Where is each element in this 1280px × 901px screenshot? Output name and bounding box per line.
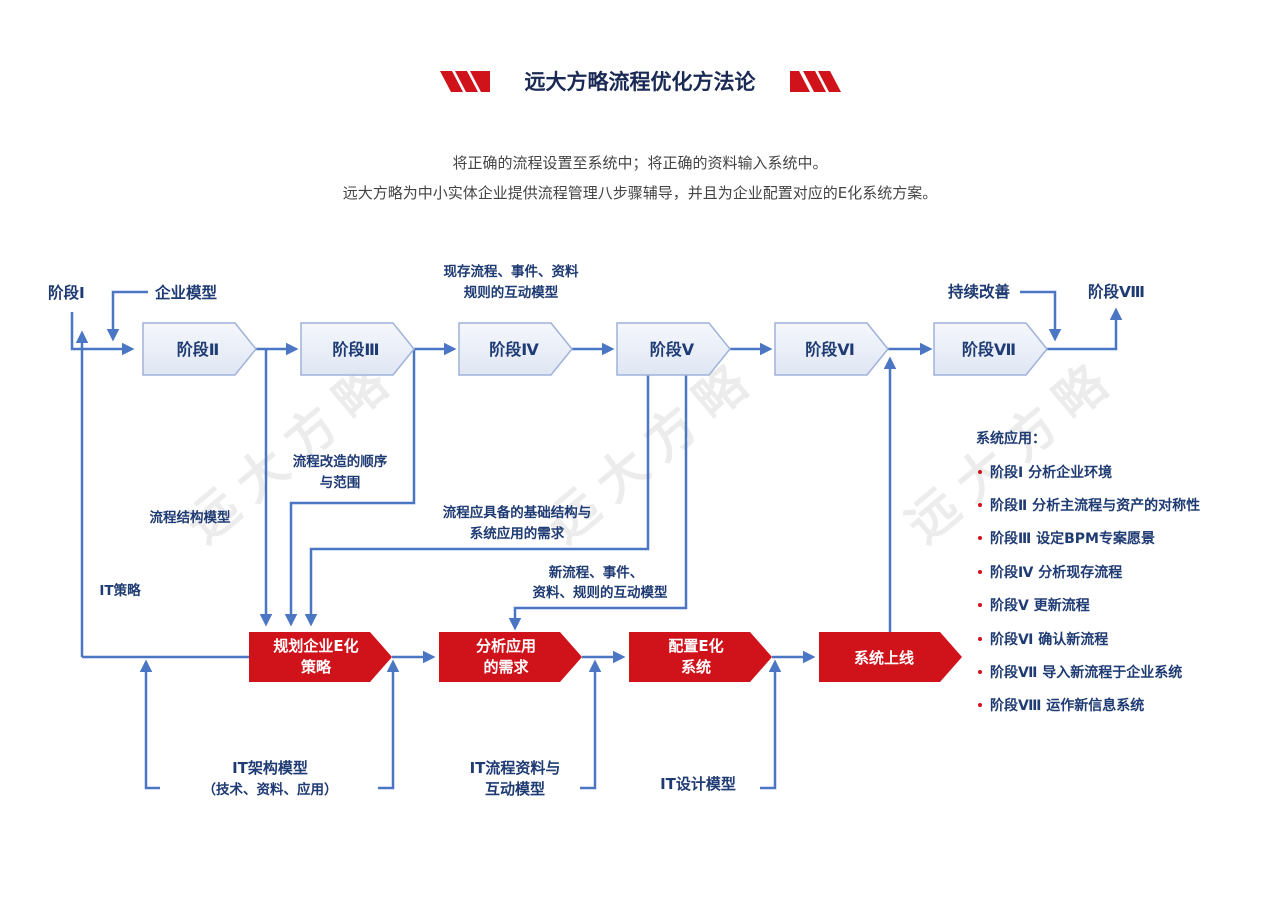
label-arch-line1: IT架构模型	[232, 759, 308, 777]
flow-arch-left	[139, 659, 160, 790]
legend-item: 阶段Ⅶ 导入新流程于企业系统	[978, 664, 1182, 681]
red-box-2-line2: 的需求	[483, 658, 529, 676]
flow-continuous	[1020, 290, 1062, 342]
red-box-analyze-needs: 分析应用 的需求	[439, 632, 582, 682]
stage-label-2: 阶段Ⅱ	[177, 340, 220, 359]
flow-arch-right	[378, 659, 400, 790]
flow-design	[760, 659, 782, 790]
legend-item-text: 阶段Ⅴ 更新流程	[990, 597, 1090, 614]
bullet-icon	[978, 470, 982, 474]
legend-title: 系统应用：	[976, 430, 1046, 447]
flow-7-8	[1046, 307, 1123, 351]
legend: 系统应用： 阶段Ⅰ 分析企业环境 阶段Ⅱ 分析主流程与资产的对称性 阶段Ⅲ 设定…	[976, 430, 1200, 714]
label-arch-line2: （技术、资料、应用）	[203, 781, 338, 798]
label-it-strategy: IT策略	[99, 582, 141, 599]
label-basic-line1: 流程应具备的基础结构与	[443, 504, 592, 521]
label-basic-line2: 系统应用的需求	[470, 525, 565, 542]
stage-label-4: 阶段Ⅳ	[489, 340, 539, 359]
label-flow-line2: 互动模型	[485, 780, 545, 798]
title-deco-right	[790, 71, 841, 92]
flow-stage1-to-stage2	[70, 312, 135, 356]
flow-order-scope	[284, 349, 416, 627]
legend-item-text: 阶段Ⅰ 分析企业环境	[990, 464, 1112, 481]
red-box-go-live: 系统上线	[819, 632, 962, 682]
red-box-3-line2: 系统	[681, 658, 711, 676]
stage-box-4: 阶段Ⅳ	[458, 322, 573, 376]
bullet-icon	[978, 703, 982, 707]
legend-item: 阶段Ⅳ 分析现存流程	[978, 564, 1122, 581]
label-current-line1: 现存流程、事件、资料	[444, 263, 579, 280]
flow-basic-structure	[304, 370, 650, 627]
stage-box-6: 阶段Ⅵ	[774, 322, 889, 376]
legend-item: 阶段Ⅱ 分析主流程与资产的对称性	[978, 497, 1200, 514]
bullet-icon	[978, 603, 982, 607]
legend-item-text: 阶段Ⅶ 导入新流程于企业系统	[990, 664, 1182, 681]
label-stage1: 阶段Ⅰ	[48, 283, 85, 302]
red-box-1-line1: 规划企业E化	[273, 637, 358, 655]
legend-item-text: 阶段Ⅳ 分析现存流程	[990, 564, 1122, 581]
stage-box-3: 阶段Ⅲ	[300, 322, 415, 376]
bullet-icon	[978, 536, 982, 540]
stage-label-3: 阶段Ⅲ	[332, 340, 379, 359]
page-title: 远大方略流程优化方法论	[525, 70, 757, 94]
flow-flow-data	[580, 659, 602, 790]
stage-box-5: 阶段Ⅴ	[616, 322, 731, 376]
legend-item: 阶段Ⅰ 分析企业环境	[978, 464, 1112, 481]
stage-label-6: 阶段Ⅵ	[805, 340, 855, 359]
stage-box-7: 阶段Ⅶ	[933, 322, 1048, 376]
flow-new-model	[508, 370, 688, 631]
red-box-1-line2: 策略	[300, 658, 332, 676]
legend-item: 阶段Ⅴ 更新流程	[978, 597, 1090, 614]
label-flow-line1: IT流程资料与	[470, 759, 561, 777]
title-deco-left	[440, 71, 490, 92]
subtitle-line-2: 远大方略为中小实体企业提供流程管理八步骤辅导，并且为企业配置对应的E化系统方案。	[343, 184, 937, 202]
legend-item-text: 阶段Ⅲ 设定BPM专案愿景	[990, 530, 1155, 547]
label-stage8: 阶段Ⅷ	[1088, 282, 1145, 301]
label-structure-model: 流程结构模型	[150, 509, 231, 526]
stage-label-5: 阶段Ⅴ	[650, 340, 695, 359]
legend-item-text: 阶段Ⅷ 运作新信息系统	[990, 697, 1144, 714]
subtitle-line-1: 将正确的流程设置至系统中；将正确的资料输入系统中。	[452, 154, 827, 172]
stage-box-2: 阶段Ⅱ	[142, 322, 257, 376]
red-box-3-line1: 配置E化	[668, 637, 723, 655]
label-enterprise-model: 企业模型	[154, 283, 218, 302]
red-box-plan-strategy: 规划企业E化 策略	[249, 632, 392, 682]
bullet-icon	[978, 503, 982, 507]
red-box-configure-system: 配置E化 系统	[629, 632, 772, 682]
red-box-2-line1: 分析应用	[476, 637, 536, 655]
label-new-line1: 新流程、事件、	[549, 564, 644, 581]
red-box-4-line1: 系统上线	[854, 649, 914, 667]
legend-item: 阶段Ⅵ 确认新流程	[978, 631, 1108, 648]
label-order-line2: 与范围	[320, 474, 361, 491]
flow-enterprise-model	[106, 290, 148, 342]
label-design-model: IT设计模型	[660, 775, 736, 793]
label-new-line2: 资料、规则的互动模型	[533, 584, 668, 601]
watermark-2: 远大方略	[535, 345, 768, 554]
legend-item-text: 阶段Ⅱ 分析主流程与资产的对称性	[990, 497, 1200, 514]
watermark-3: 远大方略	[895, 345, 1128, 554]
bullet-icon	[978, 570, 982, 574]
legend-item: 阶段Ⅲ 设定BPM专案愿景	[978, 530, 1155, 547]
connector-lines	[70, 290, 1123, 790]
label-order-line1: 流程改造的顺序	[293, 453, 388, 470]
legend-item: 阶段Ⅷ 运作新信息系统	[978, 697, 1144, 714]
label-current-line2: 规则的互动模型	[464, 284, 559, 301]
legend-item-text: 阶段Ⅵ 确认新流程	[990, 631, 1108, 648]
label-continuous-improvement: 持续改善	[948, 282, 1011, 301]
bullet-icon	[978, 637, 982, 641]
stage-label-7: 阶段Ⅶ	[962, 340, 1016, 359]
bullet-icon	[978, 670, 982, 674]
